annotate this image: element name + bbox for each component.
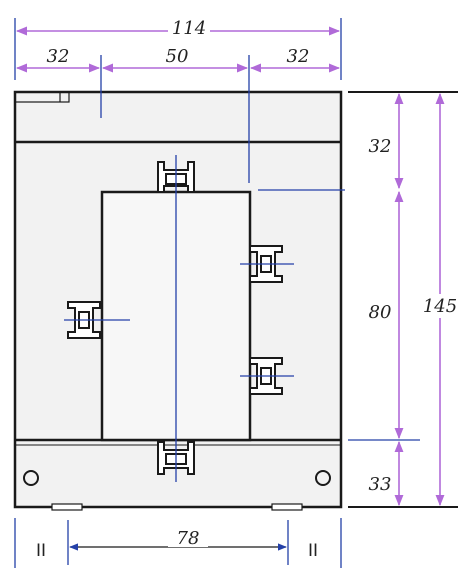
extension-lines [14,18,458,568]
label-overall-height: 145 [423,296,457,317]
left-foot [51,503,83,511]
label-right-section: 32 [287,46,310,67]
label-middle-section: 50 [166,46,189,67]
right-mount-hole [315,470,331,486]
left-mount-hole [23,470,39,486]
label-mount-spacing: 78 [177,528,200,549]
label-top-height: 32 [369,136,392,157]
label-overall-width: 114 [172,18,206,39]
top-tab [14,91,70,103]
right-foot-mark: II [308,541,318,561]
left-foot-mark: II [36,541,46,561]
centerlines [64,55,345,482]
right-foot [271,503,303,511]
transformer-body [13,90,343,511]
label-left-section: 32 [47,46,70,67]
label-window-height: 80 [369,302,392,323]
label-base-height: 33 [369,474,392,495]
